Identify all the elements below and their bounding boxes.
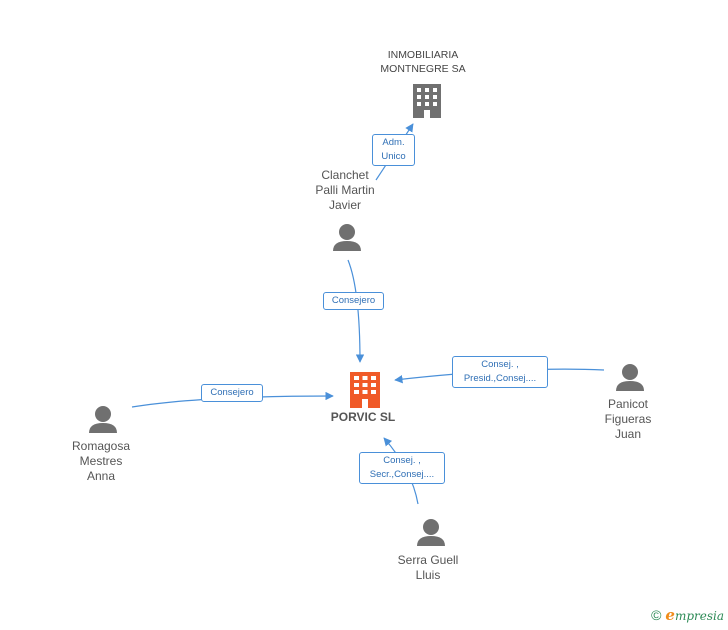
node-label-romagosa[interactable]: Romagosa Mestres Anna bbox=[71, 439, 131, 483]
node-label-panicot[interactable]: Panicot Figueras Juan bbox=[604, 397, 652, 441]
person-icon-panicot[interactable] bbox=[616, 364, 644, 391]
node-label-porvic[interactable]: PORVIC SL bbox=[330, 410, 396, 424]
main-company-building-icon[interactable] bbox=[350, 372, 380, 408]
node-label-clanchet[interactable]: Clanchet Palli Martin Javier bbox=[315, 168, 375, 212]
edge-label-panicot[interactable]: Consej. , Presid.,Consej.... bbox=[452, 356, 548, 388]
edge-label-consejero-romagosa[interactable]: Consejero bbox=[201, 384, 263, 402]
footer-brand: ©empresia bbox=[651, 606, 724, 624]
person-icon-serra[interactable] bbox=[417, 519, 445, 546]
person-icon-romagosa[interactable] bbox=[89, 406, 117, 433]
company-building-icon[interactable] bbox=[413, 84, 441, 118]
edge-label-consejero-clanchet[interactable]: Consejero bbox=[323, 292, 384, 310]
edge-label-serra[interactable]: Consej. , Secr.,Consej.... bbox=[359, 452, 445, 484]
copyright-icon: © bbox=[651, 607, 662, 623]
person-icon-clanchet[interactable] bbox=[333, 224, 361, 251]
node-label-inmobiliaria[interactable]: INMOBILIARIA MONTNEGRE SA bbox=[380, 49, 466, 75]
edge-label-adm-unico[interactable]: Adm. Unico bbox=[372, 134, 415, 166]
node-label-serra[interactable]: Serra Guell Lluis bbox=[397, 553, 459, 582]
brand-logo: empresia bbox=[665, 606, 724, 624]
edge-consejero-clanchet bbox=[347, 259, 365, 363]
